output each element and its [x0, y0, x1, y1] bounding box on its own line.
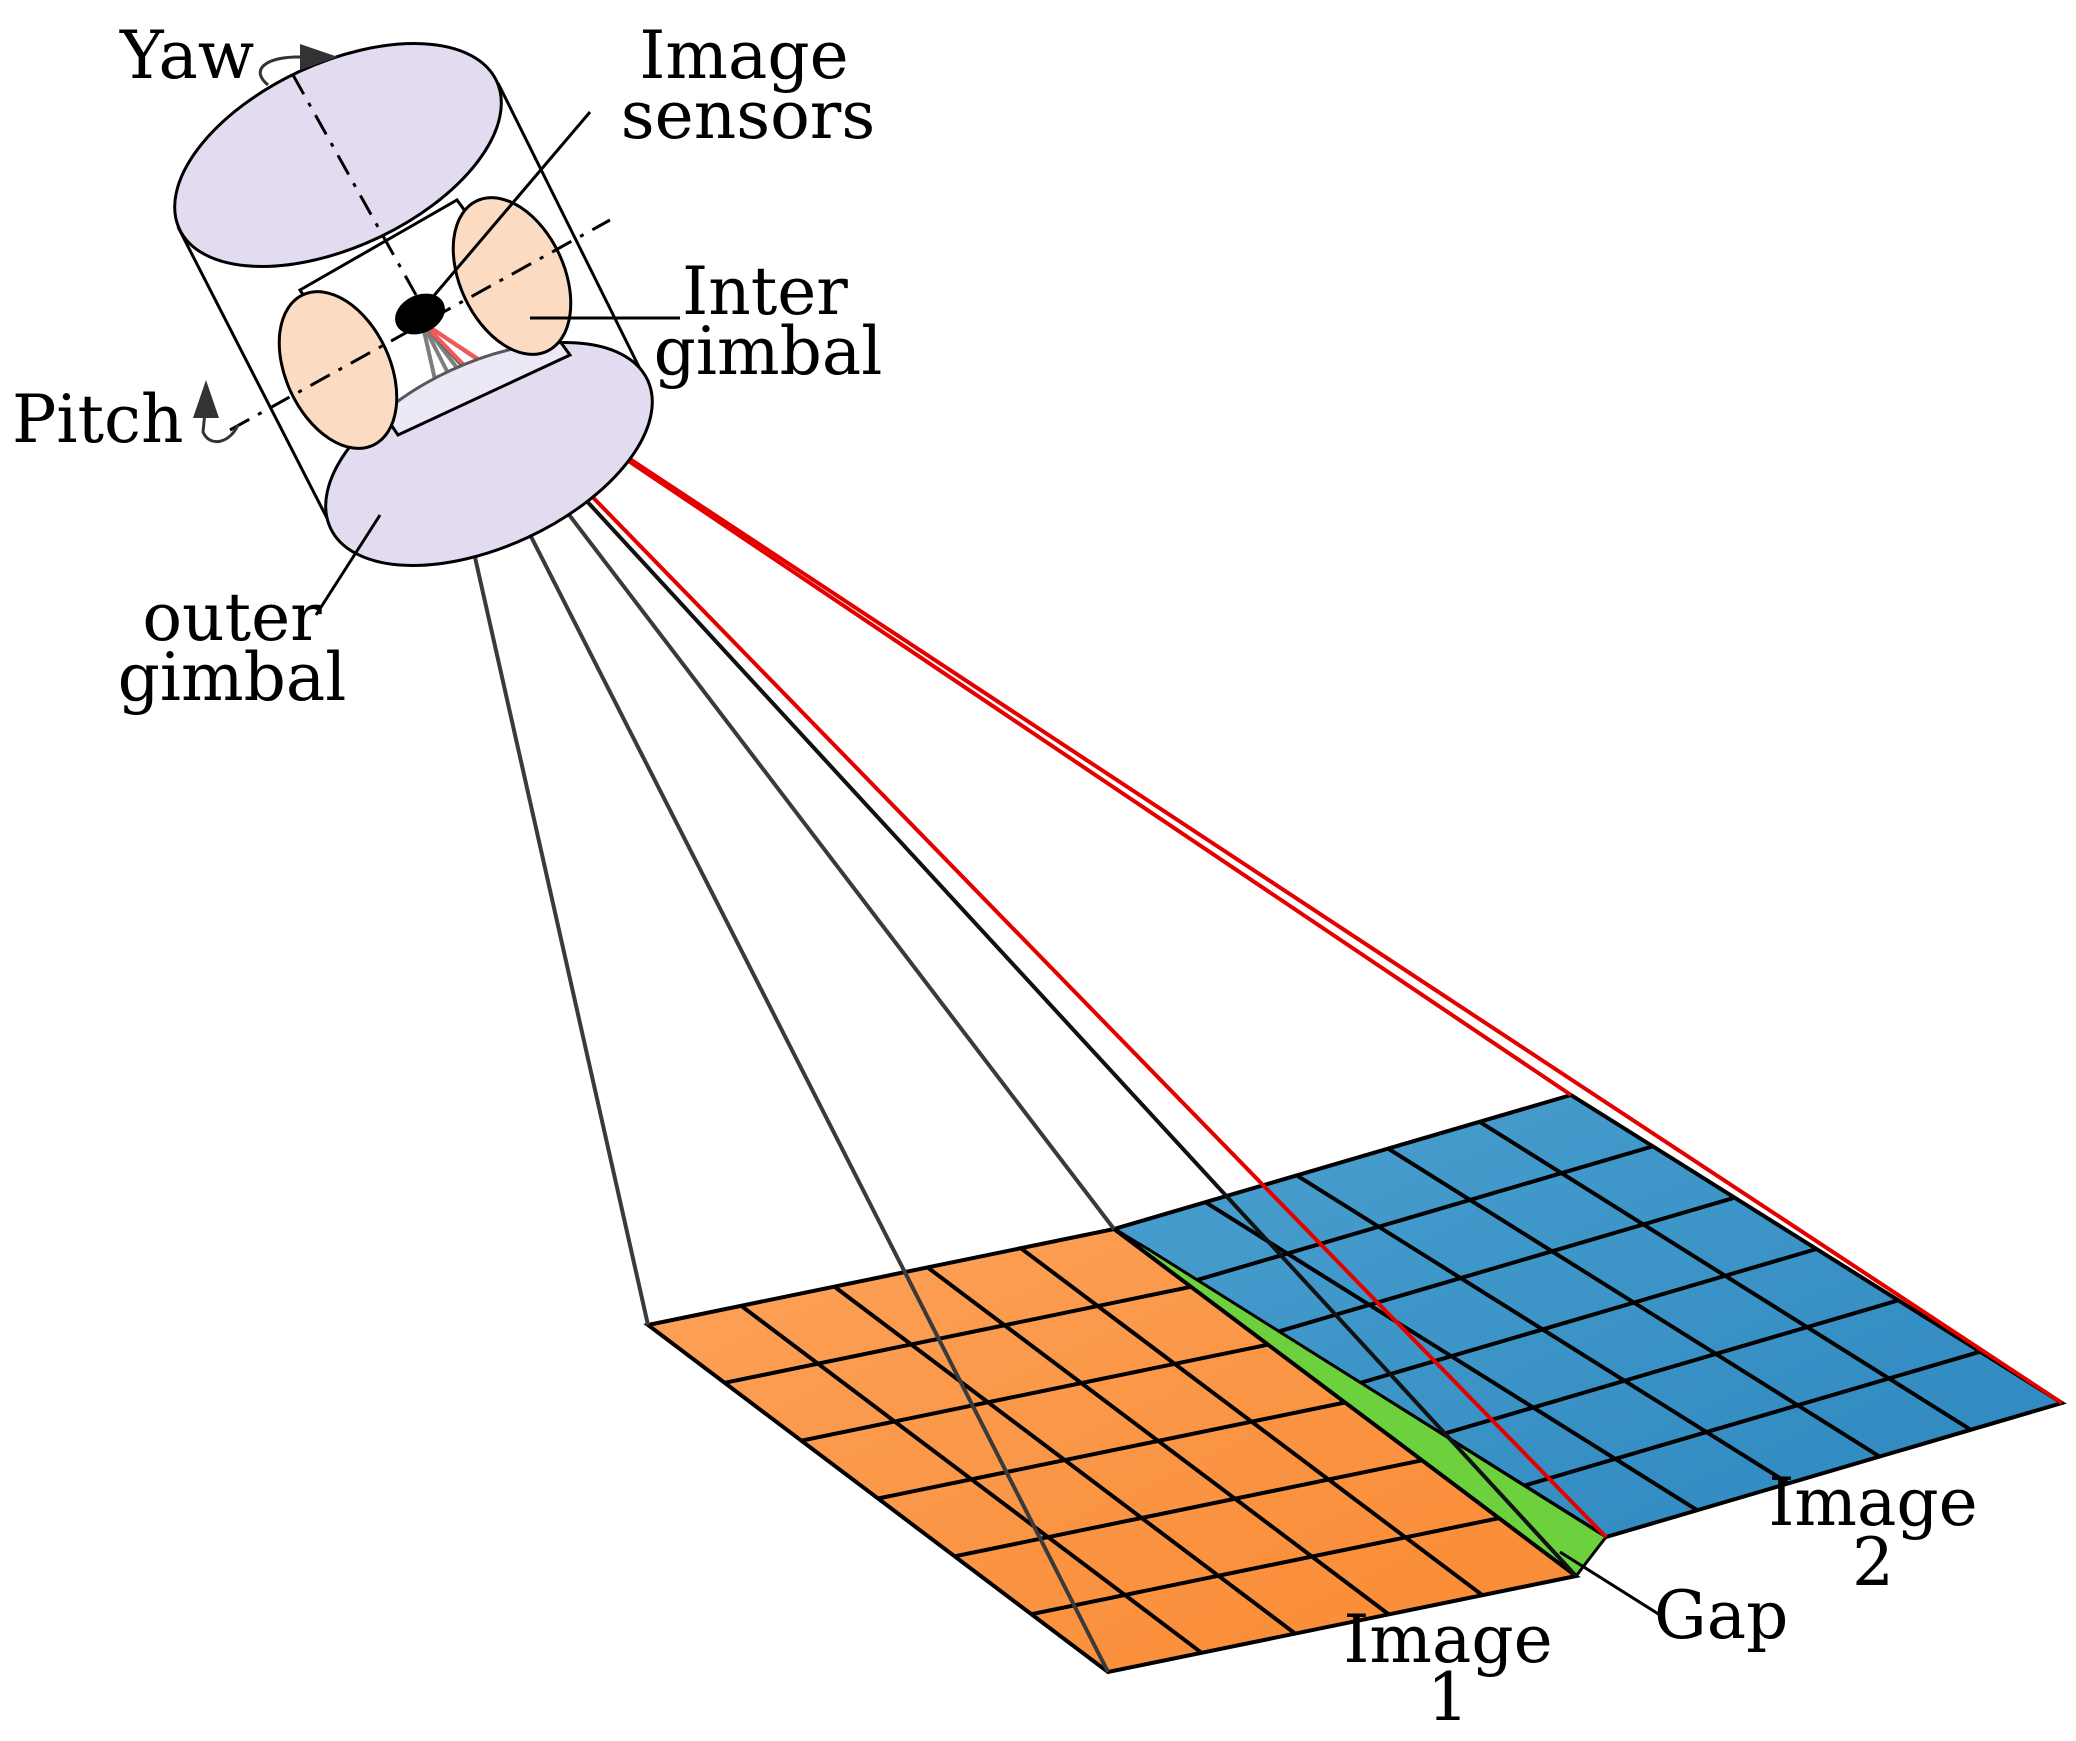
pitch-arrow-head-icon [193, 380, 219, 418]
label-image2-line1: Image [1768, 1464, 1977, 1541]
leader-outer-gimbal [314, 514, 382, 616]
label-inter-gimbal-line2: gimbal [654, 313, 883, 390]
ray-red-3 [420, 320, 2064, 1405]
image-sensor [395, 293, 445, 335]
label-inter-gimbal-line1: Inter [682, 253, 848, 330]
image1-grid [643, 1226, 1581, 1675]
label-gap: Gap [1654, 1577, 1788, 1654]
ray-image1-bottom [420, 321, 1110, 1673]
label-pitch: Pitch [12, 381, 184, 458]
leader-image-sensors [424, 111, 592, 306]
image2-gridline-v [1195, 1144, 1654, 1283]
outer-gimbal-top [173, 42, 503, 268]
image1-gridline-v [954, 1458, 1423, 1559]
image1-gridline-v [800, 1342, 1269, 1443]
gimbal-camera [173, 42, 654, 567]
label-image1-line2: 1 [1427, 1659, 1469, 1736]
label-outer-gimbal-line1: outer [142, 579, 322, 656]
image2-gridline-v [1441, 1298, 1899, 1437]
label-image-sensors-line2: sensors [621, 77, 875, 154]
inter-gimbal-left [277, 290, 399, 450]
labels: Yaw Pitch Image sensors Inter gimbal out… [12, 17, 1978, 1736]
pitch-arrow-icon [201, 411, 240, 444]
cylinder-edge-right [496, 82, 650, 386]
leader-gap [1559, 1550, 1661, 1617]
image2-gridline-v [1277, 1195, 1736, 1334]
label-image1-line1: Image [1343, 1601, 1552, 1678]
leader-lines [314, 111, 1661, 1617]
yaw-arrow-head-icon [300, 44, 338, 70]
image1-gridline-v [1030, 1516, 1500, 1617]
outer-gimbal-bottom [324, 341, 654, 567]
label-image-sensors-line1: Image [639, 17, 848, 94]
image2-gridline-v [1523, 1349, 1981, 1488]
yaw-arrow-icon [258, 55, 300, 87]
ray-red-1 [420, 320, 1608, 1539]
yaw-axis [291, 74, 432, 321]
cylinder-edge-left [176, 226, 332, 525]
image2-grid [1109, 1092, 2067, 1540]
image1-gridline-v [877, 1400, 1346, 1501]
ray-image1-right [420, 320, 1578, 1578]
label-image2-line2: 2 [1852, 1524, 1894, 1601]
label-yaw: Yaw [119, 17, 254, 94]
label-outer-gimbal-line2: gimbal [118, 639, 347, 716]
image1-gridline-v [724, 1284, 1192, 1385]
